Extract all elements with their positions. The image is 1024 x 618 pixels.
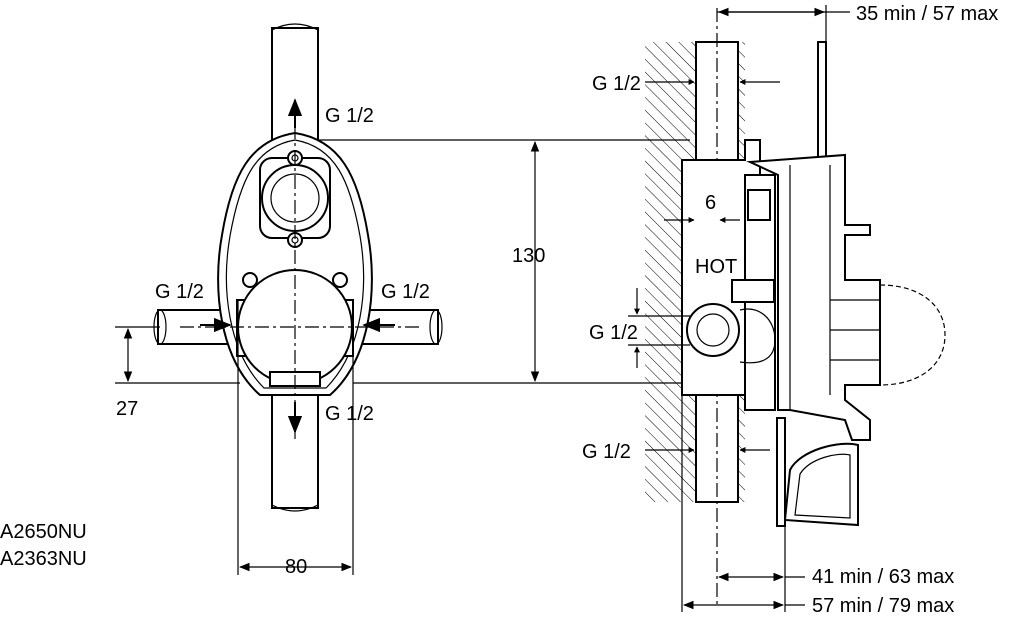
- side-view: [628, 5, 946, 612]
- label-g-top-front: G 1/2: [325, 105, 374, 127]
- model-number-1: A2650NU: [0, 521, 87, 543]
- label-g-right: G 1/2: [381, 281, 430, 303]
- label-dimension-27: 27: [116, 398, 138, 420]
- label-dimension-41: 41 min / 63 max: [812, 566, 954, 588]
- upper-port: [261, 164, 329, 232]
- spout: [783, 442, 859, 527]
- label-top-dimension: 35 min / 57 max: [856, 3, 998, 25]
- label-dimension-80: 80: [285, 556, 307, 578]
- handle-outline: [879, 284, 946, 386]
- label-hot: HOT: [695, 256, 737, 278]
- model-number-2: A2363NU: [0, 548, 87, 570]
- side-port: [686, 303, 740, 357]
- label-g-top-side: G 1/2: [592, 73, 641, 95]
- label-dimension-130: 130: [512, 245, 545, 267]
- finish-plate-top: [817, 41, 827, 158]
- label-g-side-bottom: G 1/2: [582, 441, 631, 463]
- finish-plate-bottom: [776, 417, 786, 527]
- label-dimension-57: 57 min / 79 max: [812, 595, 954, 617]
- label-g-bottom: G 1/2: [325, 403, 374, 425]
- front-view: [115, 23, 690, 575]
- label-dimension-6: 6: [705, 192, 716, 214]
- label-g-side-mid: G 1/2: [589, 322, 638, 344]
- label-g-left: G 1/2: [155, 281, 204, 303]
